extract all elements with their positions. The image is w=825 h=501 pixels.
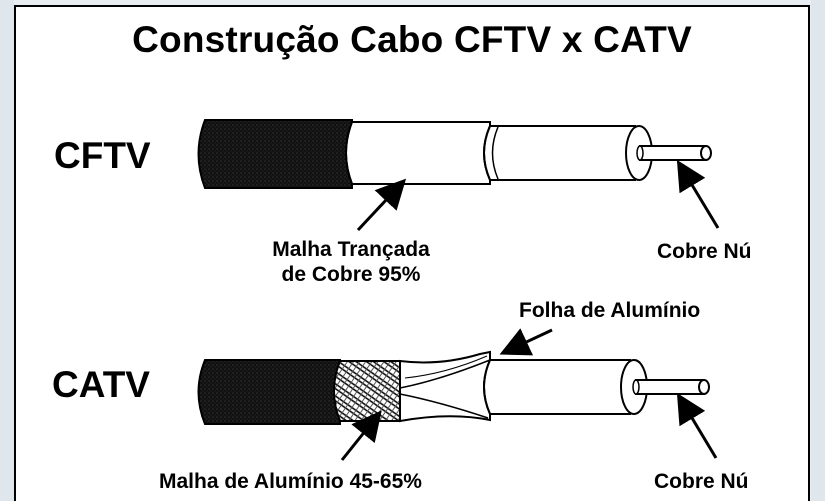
- cftv-label: CFTV: [54, 135, 151, 176]
- cftv-core-callout: Cobre Nú: [657, 240, 752, 263]
- catv-braid-arrow: [340, 410, 382, 461]
- catv-foil-callout: Folha de Alumínio: [519, 299, 701, 322]
- cftv-braid-line1: Malha Trançada: [272, 238, 430, 261]
- catv-cable: [197, 350, 710, 425]
- background-left: [0, 0, 14, 501]
- catv-core-arrow: [676, 392, 718, 459]
- catv-jacket: [197, 359, 341, 425]
- catv-braid-callout: Malha de Alumínio 45-65%: [159, 470, 422, 493]
- catv-core-callout: Cobre Nú: [654, 470, 749, 493]
- catv-label: CATV: [52, 364, 150, 405]
- cftv-braid: [345, 121, 491, 185]
- cftv-braid-callout: Malha Trançada de Cobre 95%: [244, 237, 458, 287]
- catv-foil-arrow: [499, 328, 553, 356]
- cftv-core-arrow: [676, 159, 720, 229]
- cftv-jacket: [197, 119, 353, 189]
- diagram-title: Construção Cabo CFTV x CATV: [132, 19, 692, 60]
- catv-foil: [399, 350, 491, 423]
- catv-dielectric: [483, 359, 631, 415]
- background-right: [811, 0, 825, 501]
- cftv-braid-arrow: [356, 178, 407, 232]
- catv-braid: [333, 360, 401, 422]
- cftv-copper-core: [639, 145, 706, 161]
- cftv-dielectric: [483, 125, 636, 181]
- catv-copper-core: [635, 379, 704, 395]
- cftv-cable: [197, 119, 712, 189]
- cftv-braid-line2: de Cobre 95%: [281, 263, 421, 286]
